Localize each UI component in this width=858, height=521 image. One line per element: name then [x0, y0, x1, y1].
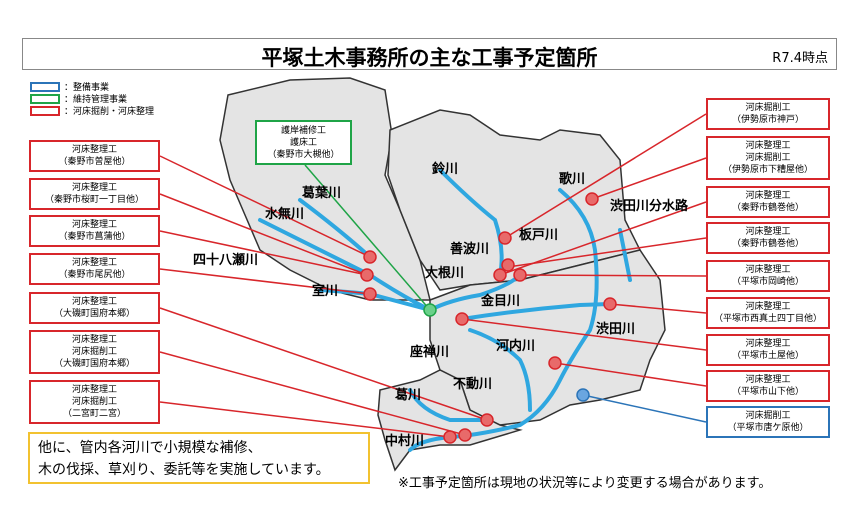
legend-swatch: [30, 81, 60, 92]
callout-text: 護岸補修工: [280, 125, 326, 136]
river-label: 水無川: [265, 207, 305, 222]
callout-text: （平塚市唐ケ原他）: [727, 423, 809, 433]
legend-label: ：維持管理事業: [64, 95, 128, 105]
callout-text: 河床整理工: [71, 220, 117, 230]
callout-text: （平塚市岡崎他）: [731, 277, 804, 287]
work-callout-box: 河床整理工 （平塚市西真土四丁目他）: [706, 297, 830, 329]
work-callout-box: 河床掘削工 （平塚市唐ケ原他）: [706, 406, 830, 438]
callout-text: （大磯町国府本郷）: [53, 309, 135, 319]
callout-text: 河床掘削工: [745, 103, 791, 113]
work-callout-box: 河床整理工 （秦野市曽屋他）: [29, 140, 160, 172]
other-works-note: 他に、管内各河川で小規模な補修、 木の伐採、草刈り、委託等を実施しています。: [28, 432, 370, 484]
callout-text: 河床整理工: [71, 258, 117, 268]
callout-text: （平塚市土屋他）: [731, 351, 804, 361]
callout-text: （秦野市尾尻他）: [58, 270, 131, 280]
other-text-line: 他に、管内各河川で小規模な補修、: [38, 440, 262, 456]
callout-text: （平塚市西真土四丁目他）: [713, 314, 822, 324]
work-callout-box: 護岸補修工護床工（秦野市大槻他）: [255, 120, 352, 165]
page-title: 平塚土木事務所の主な工事予定箇所: [261, 46, 598, 70]
work-callout-box: 河床整理工 （秦野市鶴巻他）: [706, 222, 830, 254]
legend-item: ：整備事業: [30, 80, 109, 93]
callout-text: 河床整理工: [745, 339, 791, 349]
legend-item: ：維持管理事業: [30, 92, 127, 105]
river-label: 室川: [312, 284, 339, 299]
other-text-line: 木の伐採、草刈り、委託等を実施しています。: [38, 462, 330, 478]
green-marker: [423, 303, 437, 317]
callout-text: 河床掘削工: [745, 153, 791, 163]
title-box: 平塚土木事務所の主な工事予定箇所 R7.4時点: [22, 38, 837, 70]
callout-text: （秦野市曽屋他）: [58, 157, 131, 167]
river-label: 金目川: [481, 294, 521, 309]
date-label: R7.4時点: [772, 51, 828, 66]
river-label: 大根川: [425, 266, 465, 281]
river-label: 不動川: [453, 377, 493, 392]
callout-text: （秦野市桜町一丁目他）: [44, 195, 144, 205]
callout-text: 河床整理工: [71, 145, 117, 155]
work-site-markers: [360, 192, 617, 444]
leader-line-green: [304, 164, 431, 311]
callout-text: 河床整理工: [71, 297, 117, 307]
callout-text: 護床工: [289, 137, 317, 148]
work-callout-box: 河床整理工 （秦野市鶴巻他）: [706, 186, 830, 218]
work-callout-box: 河床整理工 （秦野市尾尻他）: [29, 253, 160, 285]
legend-label: ：整備事業: [64, 83, 110, 93]
work-callout-box: 河床整理工河床掘削工 （伊勢原市下糟屋他）: [706, 136, 830, 180]
callout-text: 河床整理工: [745, 375, 791, 385]
river-label: 渋田川分水路: [610, 199, 689, 214]
callout-text: （秦野市菖蒲他）: [58, 232, 131, 242]
legend-label: ：河床掘削・河床整理: [64, 107, 155, 117]
callout-text: （秦野市鶴巻他）: [731, 239, 804, 249]
legend-item: ：河床掘削・河床整理: [30, 104, 154, 117]
callout-text: （伊勢原市神戸）: [731, 115, 804, 125]
callout-text: 河床整理工: [71, 335, 117, 345]
river-label: 中村川: [385, 434, 425, 449]
legend-swatch: [30, 105, 60, 116]
work-callout-box: 河床整理工 （平塚市山下他）: [706, 370, 830, 402]
river-label: 板戸川: [519, 228, 559, 243]
callout-text: 河床掘削工: [71, 397, 117, 407]
work-callout-box: 河床整理工河床掘削工 （二宮町二宮）: [29, 380, 160, 424]
leader-line-blue: [582, 394, 707, 423]
callout-text: （秦野市鶴巻他）: [731, 203, 804, 213]
work-callout-box: 河床整理工河床掘削工 （大磯町国府本郷）: [29, 330, 160, 374]
work-callout-box: 河床整理工 （秦野市菖蒲他）: [29, 215, 160, 247]
callout-text: 河床整理工: [745, 141, 791, 151]
work-callout-box: 河床整理工 （秦野市桜町一丁目他）: [29, 178, 160, 210]
river-label: 歌川: [559, 172, 586, 187]
river-label: 葛葉川: [302, 186, 342, 201]
work-callout-box: 河床整理工 （大磯町国府本郷）: [29, 292, 160, 324]
river-label: 四十八瀬川: [193, 253, 259, 268]
callout-text: 河床整理工: [745, 302, 791, 312]
work-callout-box: 河床整理工 （平塚市岡崎他）: [706, 260, 830, 292]
blue-marker: [576, 388, 590, 402]
leader-lines-red: [159, 113, 707, 438]
disclaimer-note: ※工事予定箇所は現地の状況等により変更する場合があります。: [398, 476, 772, 491]
callout-text: （大磯町国府本郷）: [53, 359, 135, 369]
callout-text: （平塚市山下他）: [731, 387, 804, 397]
river-label: 渋田川: [596, 322, 636, 337]
river-label: 葛川: [395, 388, 422, 403]
callout-text: 河床整理工: [745, 265, 791, 275]
river-label: 河内川: [496, 339, 536, 354]
river-label: 座禅川: [410, 345, 450, 360]
callout-text: 河床掘削工: [745, 411, 791, 421]
callout-text: 河床掘削工: [71, 347, 117, 357]
callout-text: （伊勢原市下糟屋他）: [722, 165, 813, 175]
callout-text: 河床整理工: [71, 183, 117, 193]
callout-text: 河床整理工: [745, 191, 791, 201]
work-callout-box: 河床掘削工 （伊勢原市神戸）: [706, 98, 830, 130]
callout-text: （二宮町二宮）: [62, 409, 126, 419]
callout-text: 河床整理工: [745, 227, 791, 237]
work-callout-box: 河床整理工 （平塚市土屋他）: [706, 334, 830, 366]
legend-swatch: [30, 93, 60, 104]
callout-text: 河床整理工: [71, 385, 117, 395]
river-label: 鈴川: [432, 162, 459, 177]
callout-text: （秦野市大槻他）: [267, 149, 340, 160]
river-label: 善波川: [450, 242, 490, 257]
